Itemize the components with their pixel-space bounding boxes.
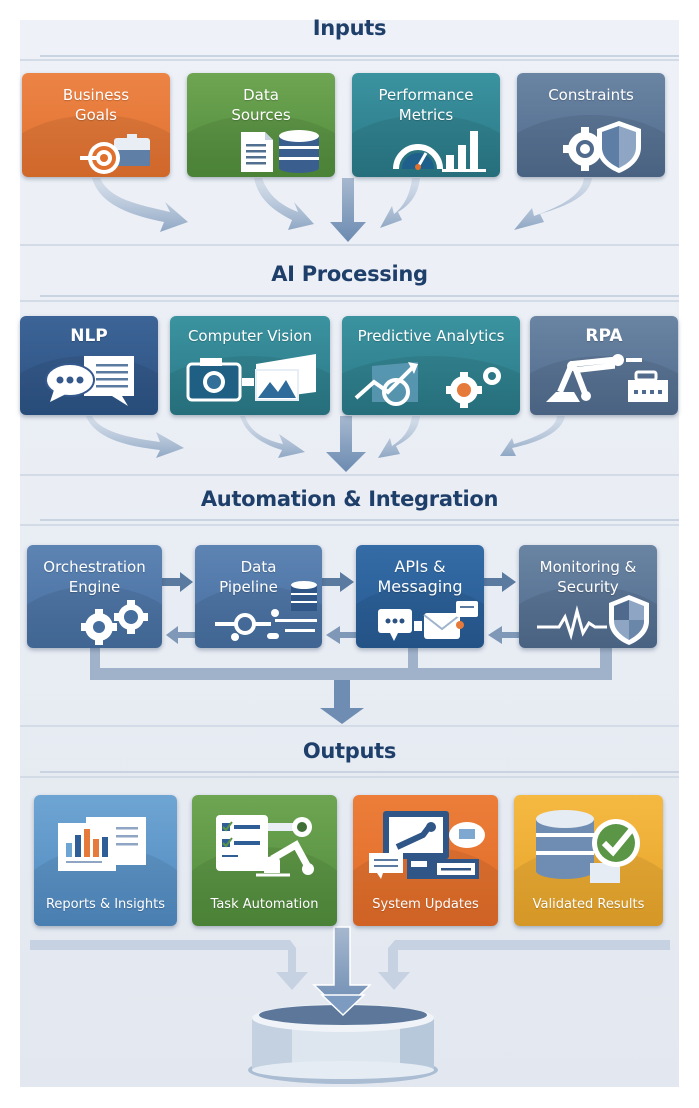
arrow-pipeline-to-apis — [322, 572, 354, 592]
card-label: Constraints — [548, 86, 634, 104]
divider — [40, 55, 679, 57]
output-card-task-automation[interactable]: Task Automation — [192, 795, 337, 926]
card-label: Metrics — [398, 106, 454, 124]
card-label: Monitoring & — [539, 558, 637, 576]
arrow-center-down — [330, 178, 366, 242]
divider — [20, 776, 679, 778]
monitor-cloud-icon — [369, 811, 485, 879]
input-card-business-goals[interactable]: Business Goals — [22, 73, 170, 177]
gear-shield-icon — [563, 121, 641, 173]
divider — [40, 771, 679, 773]
divider — [20, 59, 679, 61]
arrow-business-goals — [92, 178, 188, 232]
inputs-flow-arrows — [92, 178, 592, 242]
divider — [20, 244, 679, 246]
gears-icon — [81, 600, 148, 645]
ai-card-predictive-analytics[interactable]: Predictive Analytics — [342, 316, 520, 415]
report-chart-icon — [58, 817, 146, 871]
card-label: Goals — [75, 106, 117, 124]
input-card-performance-metrics[interactable]: Performance Metrics — [352, 73, 500, 177]
card-label: Sources — [231, 106, 291, 124]
arrow-rpa — [500, 416, 565, 456]
output-card-validated-results[interactable]: Validated Results — [514, 795, 663, 926]
output-card-system-updates[interactable]: System Updates — [353, 795, 498, 926]
card-label: Reports & Insights — [45, 897, 166, 912]
divider — [20, 524, 679, 526]
arrow-constraints — [514, 178, 592, 230]
section-title-inputs: Inputs — [312, 16, 387, 40]
document-database-icon — [241, 130, 319, 173]
card-label: APIs & — [394, 557, 446, 576]
outputs-merge — [30, 926, 670, 1014]
divider — [40, 295, 679, 297]
arrow-orch-to-pipeline — [162, 572, 193, 592]
ai-card-nlp[interactable]: NLP — [20, 316, 158, 415]
divider — [20, 725, 679, 727]
section-title-outputs: Outputs — [302, 739, 397, 763]
card-label: Computer Vision — [187, 327, 313, 345]
card-label: Orchestration — [43, 558, 146, 576]
target-briefcase-icon — [80, 134, 150, 174]
card-label: Messaging — [377, 577, 463, 596]
pipeline-database-icon — [215, 581, 317, 641]
pulse-shield-icon — [537, 595, 649, 645]
ai-card-rpa[interactable]: RPA — [530, 316, 678, 415]
arrow-data-sources — [254, 178, 314, 230]
arrow-pipeline-to-orch — [166, 626, 195, 644]
arrow-nlp — [86, 416, 184, 458]
input-card-data-sources[interactable]: Data Sources — [187, 73, 335, 177]
card-label: System Updates — [372, 897, 479, 912]
arrow-performance-metrics — [380, 178, 420, 228]
divider — [40, 519, 679, 521]
card-label: Performance — [378, 86, 474, 104]
automation-card-orchestration-engine[interactable]: Orchestration Engine — [27, 545, 162, 648]
arrow-automation-down — [320, 680, 364, 724]
section-title-ai-processing: AI Processing — [271, 262, 428, 286]
ai-flow-arrows — [86, 416, 565, 472]
card-label: Data — [240, 558, 277, 576]
automation-connectors — [162, 572, 519, 644]
chat-bubbles-icon — [45, 356, 134, 406]
arrow-computer-vision — [240, 416, 305, 458]
arrow-apis-to-pipeline — [326, 626, 356, 644]
trend-gauge-gears-icon — [354, 362, 501, 408]
card-label: Validated Results — [532, 897, 645, 912]
card-label: Pipeline — [219, 578, 278, 596]
message-envelope-icon — [378, 601, 478, 641]
divider — [20, 474, 679, 476]
divider — [20, 300, 679, 302]
camera-image-icon — [186, 354, 316, 402]
card-label: Business — [62, 86, 130, 104]
gauge-bar-chart-icon — [393, 131, 486, 172]
card-label: Data — [243, 86, 279, 104]
card-label: Predictive Analytics — [357, 327, 505, 345]
card-label: Security — [557, 578, 619, 596]
output-card-reports-insights[interactable]: Reports & Insights — [34, 795, 177, 926]
automation-bus — [90, 648, 612, 724]
checklist-robot-icon — [216, 815, 314, 877]
database-check-icon — [536, 810, 640, 883]
section-title-automation: Automation & Integration — [200, 487, 499, 511]
card-label: Task Automation — [210, 897, 319, 912]
card-label: RPA — [585, 326, 623, 346]
card-label: Engine — [68, 578, 121, 596]
ai-card-computer-vision[interactable]: Computer Vision — [170, 316, 330, 415]
collection-bin-icon — [248, 994, 438, 1084]
input-card-constraints[interactable]: Constraints — [517, 73, 665, 177]
robot-arm-icon — [546, 354, 668, 402]
automation-card-apis-messaging[interactable]: APIs & Messaging — [356, 545, 484, 648]
arrow-monitoring-to-apis — [488, 626, 519, 644]
automation-card-monitoring-security[interactable]: Monitoring & Security — [519, 545, 657, 648]
arrow-ai-center-down — [326, 416, 366, 472]
arrow-predictive — [378, 416, 420, 458]
automation-card-data-pipeline[interactable]: Data Pipeline — [195, 545, 322, 648]
arrow-apis-to-monitoring — [484, 572, 516, 592]
card-label: NLP — [70, 326, 108, 346]
